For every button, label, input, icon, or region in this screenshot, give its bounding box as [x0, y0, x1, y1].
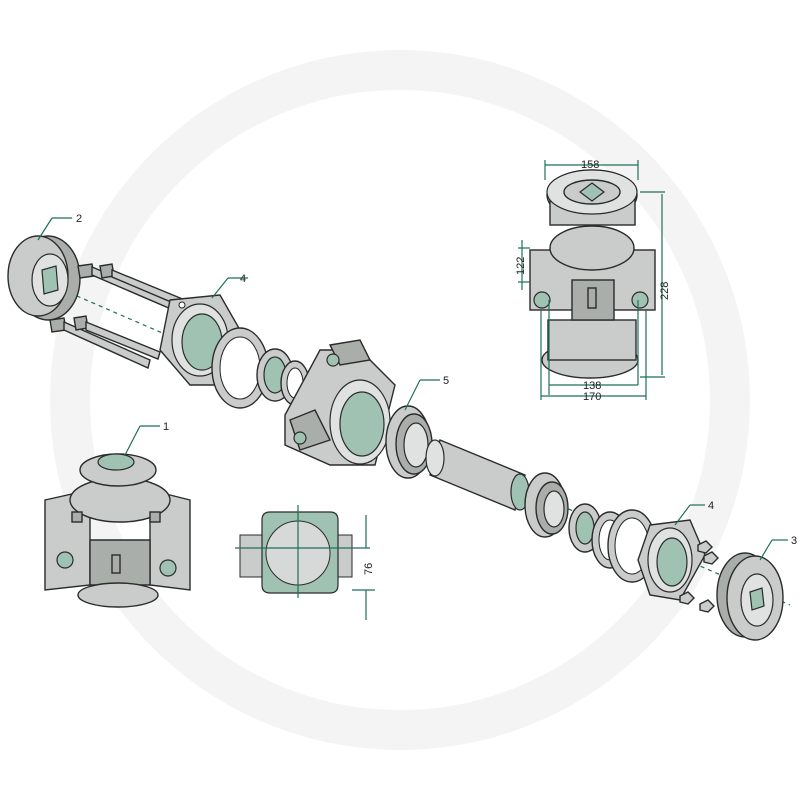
dim-total-height: 228	[659, 282, 671, 300]
nuts	[679, 540, 719, 613]
bearing-right	[524, 472, 569, 538]
dim-flange-height: 122	[515, 257, 527, 275]
pulley-left	[7, 235, 81, 321]
bearing-5	[385, 405, 433, 479]
shaft	[425, 439, 530, 511]
label-4a: 4	[240, 273, 246, 285]
dim-gasket-offset: 76	[363, 563, 375, 575]
dim-bolt-spacing: 138	[583, 380, 601, 392]
bearing-flange-right	[637, 519, 706, 601]
assembled-gearbox	[44, 453, 191, 608]
label-1: 1	[163, 421, 169, 433]
dim-base-width: 170	[583, 391, 601, 403]
pulley-right	[716, 552, 784, 641]
seal-rings-left	[256, 348, 310, 406]
gasket-detail	[235, 505, 375, 620]
label-3: 3	[791, 535, 797, 547]
dim-top-width: 158	[581, 159, 599, 171]
watermark-ring	[50, 50, 750, 750]
gearbox-housing	[284, 339, 396, 466]
long-bolts	[49, 263, 186, 369]
dimensioned-unit	[529, 169, 656, 379]
dimension-lines	[518, 160, 665, 400]
label-4b: 4	[708, 500, 714, 512]
label-5: 5	[443, 375, 449, 387]
label-2: 2	[76, 213, 82, 225]
gasket-left	[211, 327, 269, 409]
